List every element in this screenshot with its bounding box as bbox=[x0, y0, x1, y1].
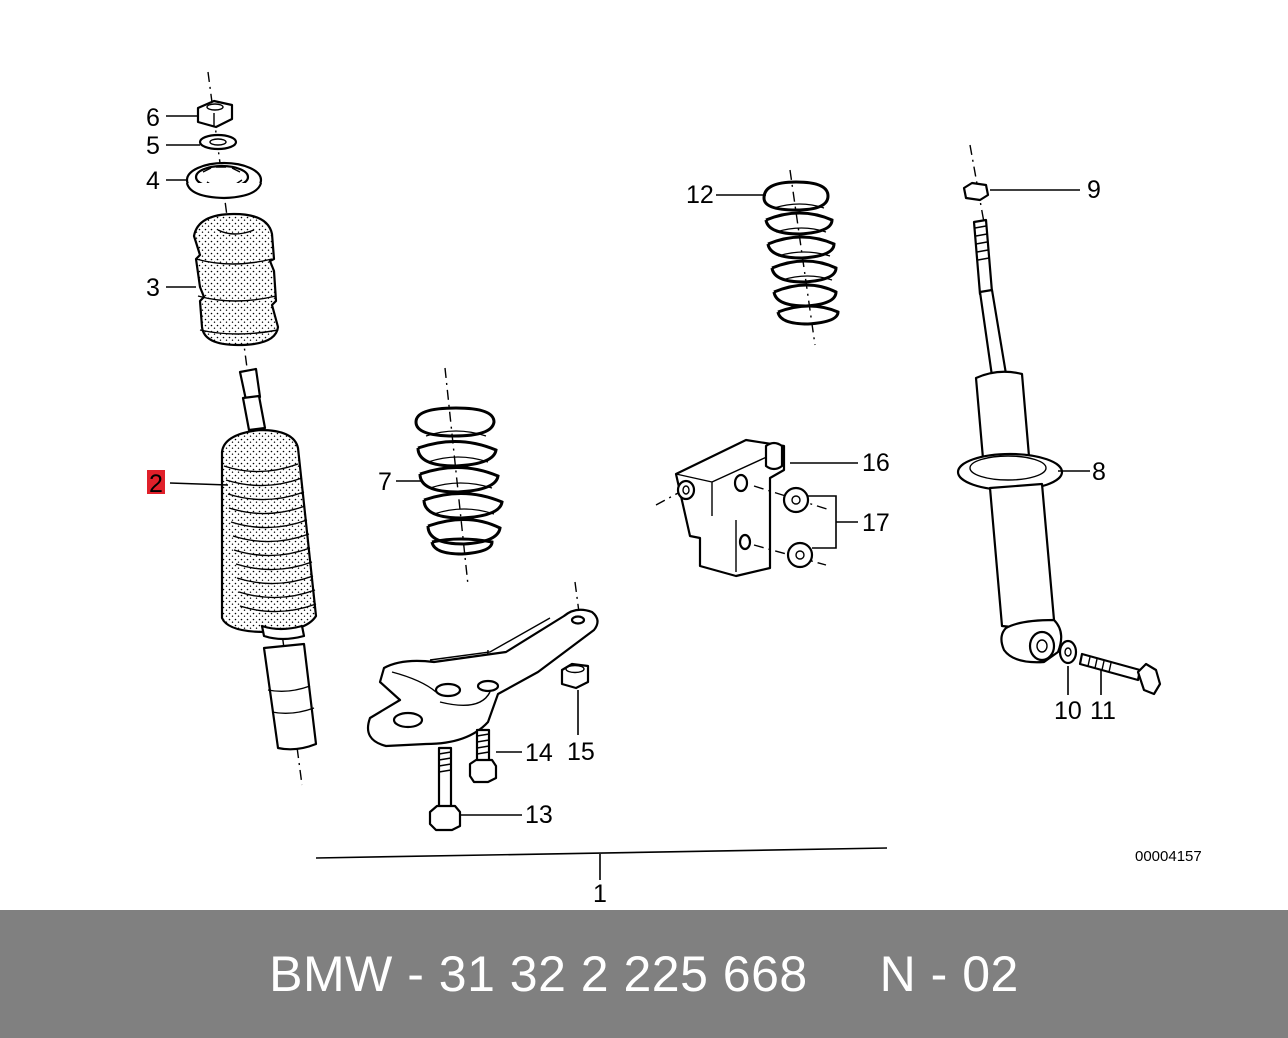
part-4-support-ring bbox=[185, 161, 263, 200]
callout-10: 10 bbox=[1054, 697, 1082, 725]
exploded-parts-diagram: 6 5 4 3 2 7 12 9 16 8 17 10 11 14 15 13 … bbox=[146, 71, 1202, 908]
part-13-bolt bbox=[428, 746, 522, 832]
callout-5: 5 bbox=[146, 132, 160, 160]
part-6-nut bbox=[196, 99, 234, 129]
callout-2-highlight bbox=[147, 470, 165, 494]
part-14-bolt bbox=[468, 728, 522, 784]
callout-8: 8 bbox=[1092, 458, 1106, 486]
callout-6: 6 bbox=[146, 104, 160, 132]
callout-17: 17 bbox=[862, 509, 890, 537]
callout-14: 14 bbox=[525, 739, 553, 767]
part-number-caption: BMW - 31 32 2 225 668 N - 02 bbox=[269, 946, 1019, 1002]
callout-7: 7 bbox=[378, 468, 392, 496]
callout-15: 15 bbox=[567, 738, 595, 766]
part-11-bolt bbox=[1078, 652, 1162, 696]
callout-1: 1 bbox=[593, 880, 607, 908]
footer-bar: BMW - 31 32 2 225 668 N - 02 bbox=[0, 910, 1288, 1038]
callout-3: 3 bbox=[146, 274, 160, 302]
callout-16: 16 bbox=[862, 449, 890, 477]
part-7-coil-spring bbox=[396, 367, 504, 586]
part-1-trailing-arm-bracket bbox=[366, 581, 599, 832]
callout-4: 4 bbox=[146, 167, 160, 195]
part-5-washer bbox=[198, 133, 238, 151]
callout-9: 9 bbox=[1087, 176, 1101, 204]
part-9-nut bbox=[962, 181, 1080, 202]
part-3-rubber-buffer bbox=[192, 212, 280, 347]
set-bracket-1 bbox=[315, 847, 888, 880]
callout-12: 12 bbox=[686, 181, 714, 209]
part-16-valve-block bbox=[655, 438, 858, 578]
part-2-shock-absorber bbox=[220, 367, 318, 751]
part-15-nut bbox=[560, 662, 590, 735]
callout-2: 2 bbox=[149, 470, 163, 498]
callout-13: 13 bbox=[525, 801, 553, 829]
part-12-coil-spring bbox=[716, 169, 840, 346]
part-10-washer bbox=[1058, 639, 1078, 695]
diagram-reference-number: 00004157 bbox=[1135, 848, 1202, 865]
left-strut-assembly bbox=[166, 71, 318, 786]
callout-11: 11 bbox=[1090, 697, 1116, 725]
part-17-washers bbox=[753, 485, 858, 569]
part-8-shock-absorber bbox=[956, 144, 1162, 696]
